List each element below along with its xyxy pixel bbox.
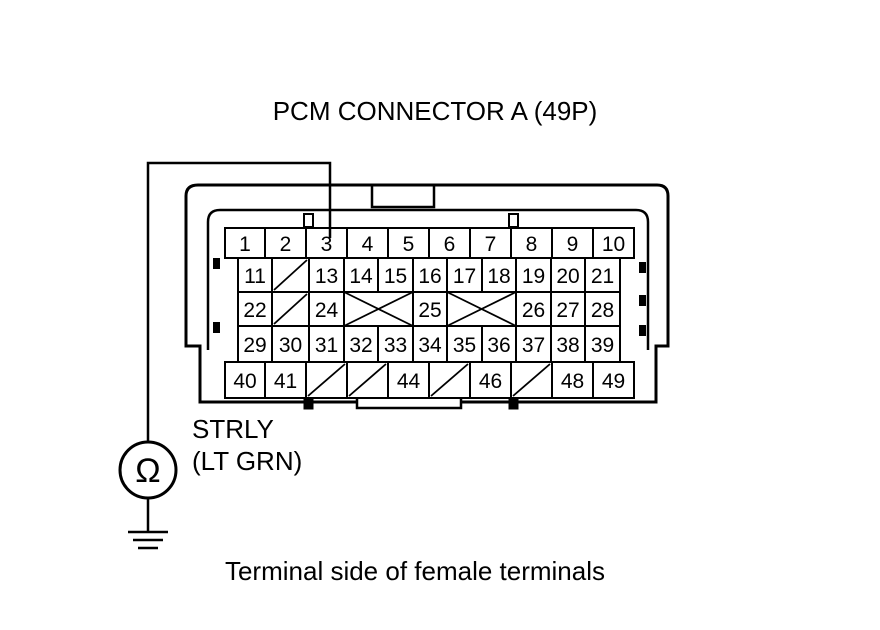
terminal-cell: [510, 227, 553, 259]
terminal-cell: [387, 227, 430, 259]
terminal-40: 40: [233, 370, 256, 393]
terminal-36: 36: [487, 334, 510, 357]
terminal-38: 38: [556, 334, 579, 357]
terminal-39: 39: [591, 334, 614, 357]
terminal-13: 13: [315, 265, 338, 288]
terminal-cell: [469, 361, 512, 399]
terminal-8: 8: [526, 233, 538, 256]
terminal-11: 11: [244, 265, 266, 288]
terminal-14: 14: [349, 265, 373, 288]
terminal-35: 35: [453, 334, 476, 357]
terminal-cell: [584, 291, 621, 327]
terminal-25: 25: [418, 299, 441, 322]
terminal-7: 7: [485, 233, 497, 256]
terminal-cell: [550, 257, 586, 293]
terminal-cell: [346, 227, 389, 259]
terminal-20: 20: [556, 265, 579, 288]
wire-label: STRLY: [192, 414, 274, 444]
caption: Terminal side of female terminals: [225, 556, 605, 586]
terminal-cell: [551, 227, 594, 259]
terminal-30: 30: [279, 334, 302, 357]
terminal-49: 49: [602, 370, 625, 393]
empty-cavity-mark: [273, 293, 308, 325]
terminal-5: 5: [403, 233, 415, 256]
terminal-cell: [343, 257, 379, 293]
terminal-46: 46: [479, 370, 502, 393]
terminal-29: 29: [243, 334, 266, 357]
terminal-cell: [584, 325, 621, 363]
terminal-9: 9: [567, 233, 579, 256]
terminal-6: 6: [444, 233, 456, 256]
connector-title: PCM CONNECTOR A (49P): [273, 96, 598, 126]
terminal-cell: [551, 361, 594, 399]
blocked-cavity-mark: [446, 291, 517, 327]
ground-icon: [128, 498, 168, 550]
terminal-cell: [584, 257, 621, 293]
terminal-24: 24: [315, 299, 339, 322]
terminal-33: 33: [384, 334, 407, 357]
terminal-32: 32: [349, 334, 372, 357]
terminal-cell: [550, 325, 586, 363]
terminal-22: 22: [243, 299, 266, 322]
terminal-cell: [308, 257, 345, 293]
test-lead-wire: [146, 161, 332, 446]
terminal-41: 41: [274, 370, 297, 393]
terminal-cell: [377, 257, 414, 293]
wire-color-label: (LT GRN): [192, 446, 302, 476]
blocked-cavity-mark: [343, 291, 414, 327]
terminal-cell: [377, 325, 414, 363]
empty-cavity-mark: [430, 363, 469, 397]
terminal-16: 16: [418, 265, 441, 288]
terminal-cell: [515, 325, 552, 363]
terminal-37: 37: [522, 334, 545, 357]
terminal-26: 26: [522, 299, 545, 322]
terminal-21: 21: [591, 265, 614, 288]
terminal-cell: [412, 257, 448, 293]
terminal-2: 2: [280, 233, 292, 256]
terminal-31: 31: [315, 334, 338, 357]
terminal-1: 1: [239, 233, 251, 256]
terminal-4: 4: [362, 233, 374, 256]
terminal-19: 19: [522, 265, 545, 288]
terminal-cell: [592, 361, 635, 399]
terminal-10: 10: [602, 233, 625, 256]
terminal-3: 3: [321, 233, 333, 256]
terminal-17: 17: [453, 265, 476, 288]
empty-cavity-mark: [273, 259, 308, 291]
connector-housing: [184, 183, 670, 410]
terminal-44: 44: [397, 370, 421, 393]
terminal-48: 48: [561, 370, 584, 393]
terminal-cell: [387, 361, 430, 399]
terminal-27: 27: [556, 299, 579, 322]
terminal-18: 18: [487, 265, 510, 288]
terminal-cell: [224, 361, 266, 399]
empty-cavity-mark: [348, 363, 387, 397]
terminal-28: 28: [591, 299, 614, 322]
ohm-symbol: Ω: [135, 452, 160, 490]
ohmmeter-icon: Ω: [118, 440, 178, 500]
empty-cavity-mark: [512, 363, 551, 397]
terminal-cell: [412, 291, 448, 327]
terminal-cell: [481, 257, 517, 293]
terminal-34: 34: [418, 334, 442, 357]
terminal-15: 15: [384, 265, 407, 288]
terminal-cell: [428, 227, 471, 259]
empty-cavity-mark: [307, 363, 346, 397]
terminal-cell: [237, 291, 273, 327]
